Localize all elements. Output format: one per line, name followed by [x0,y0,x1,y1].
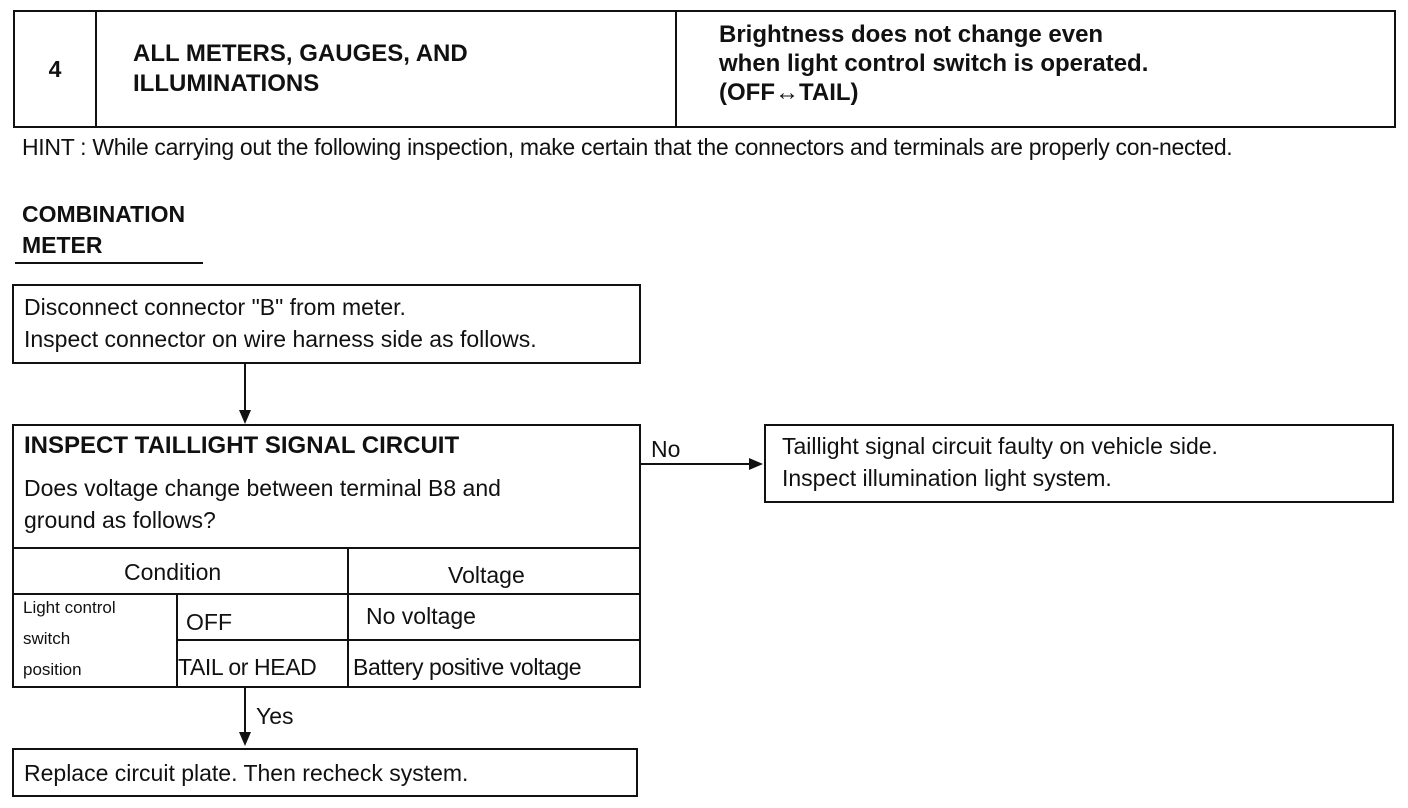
flow-result-no: Taillight signal circuit faulty on vehic… [764,424,1394,503]
flow-arrow-line-1 [244,364,246,412]
yes-branch-label: Yes [256,703,294,729]
table-header-condition: Condition [124,559,222,585]
table-rule-header [14,593,639,595]
table-cell-voltage-off: No voltage [366,603,476,629]
hint-text: HINT : While carrying out the following … [22,134,1233,160]
flow-result-yes: Replace circuit plate. Then recheck syst… [12,748,638,797]
flow-arrowhead-no [749,458,763,470]
table-cell-condition-off: OFF [186,609,232,635]
flow-step-inspect: INSPECT TAILLIGHT SIGNAL CIRCUIT Does vo… [12,424,641,688]
problem-category: ALL METERS, GAUGES, AND ILLUMINATIONS [97,12,677,126]
flow-arrowhead-1 [239,410,251,424]
section-heading: COMBINATION METER [22,201,186,258]
table-rule-col1 [176,593,178,686]
inspect-title: INSPECT TAILLIGHT SIGNAL CIRCUIT [24,432,460,459]
table-rule-row [176,639,639,641]
flow-arrowhead-yes [239,732,251,746]
header-table: 4 ALL METERS, GAUGES, AND ILLUMINATIONS … [13,10,1396,128]
table-rule-top [14,547,639,549]
table-row-group-label: Light control switch position [23,598,116,679]
inspect-question: Does voltage change between terminal B8 … [24,475,501,533]
table-header-voltage: Voltage [448,562,525,588]
table-cell-condition-tail: TAIL or HEAD [178,654,317,680]
flow-arrow-line-no [641,463,751,465]
section-underline [15,262,203,264]
table-cell-voltage-tail: Battery positive voltage [353,654,582,680]
problem-symptom: Brightness does not change even when lig… [719,21,1149,106]
flow-step-disconnect: Disconnect connector "B" from meter. Ins… [12,284,641,364]
no-branch-label: No [651,436,681,462]
flow-arrow-line-yes [244,688,246,734]
table-rule-col2 [347,547,349,686]
problem-number: 4 [15,12,97,126]
